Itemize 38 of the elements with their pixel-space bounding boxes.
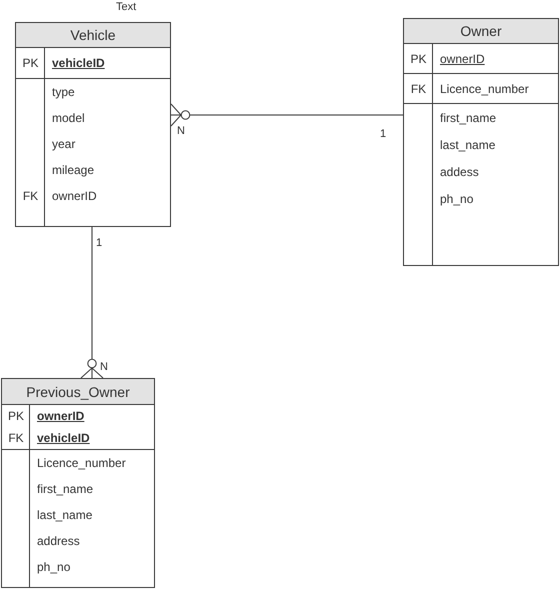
entity-header: Owner [404,19,558,44]
attribute-name: last_name [440,138,496,152]
attribute-name: type [52,85,75,99]
attribute-name: Licence_number [440,82,529,96]
key-label: PK [22,56,38,70]
key-label: FK [22,189,38,203]
attribute-name: model [52,111,85,125]
cardinality-label: N [177,125,185,137]
attribute-name: last_name [37,508,92,522]
attribute-name: mileage [52,163,94,177]
cardinality-label: 1 [96,237,102,249]
attribute-name: addess [440,164,479,178]
attribute-name: ph_no [440,192,474,206]
attribute-name: year [52,137,76,151]
entity-header: Previous_Owner [2,379,154,405]
key-label: PK [410,52,426,66]
key-label: FK [410,82,426,96]
key-attribute: ownerID [37,409,84,423]
key-label: FK [8,431,24,445]
entity-table [1,378,155,588]
attribute-name: ownerID [52,189,97,203]
key-attribute: vehicleID [37,431,90,445]
cardinality-label: 1 [380,128,386,140]
relationship-line [170,104,404,126]
text-label: Text [116,1,136,13]
relationship-line [80,226,104,378]
attribute-name: Licence_number [37,456,126,470]
attribute-name: address [37,534,80,548]
key-attribute: ownerID [440,52,485,66]
entity-header: Vehicle [16,23,170,48]
cardinality-label: N [100,361,108,373]
attribute-name: ph_no [37,560,70,574]
attribute-name: first_name [37,482,94,496]
attribute-name: first_name [440,110,496,124]
entity-table [403,18,559,266]
key-attribute: vehicleID [52,56,105,70]
entity-table [15,22,171,227]
key-label: PK [8,409,24,423]
